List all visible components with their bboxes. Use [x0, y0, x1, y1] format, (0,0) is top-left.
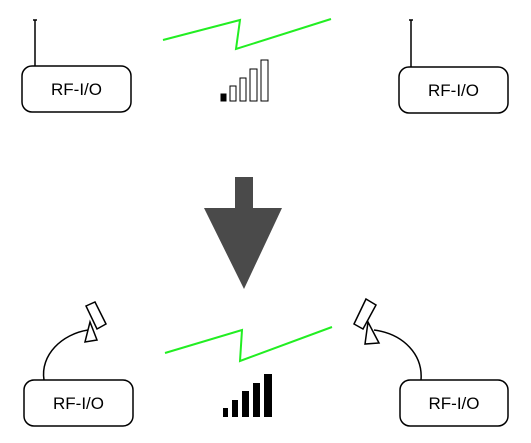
signal-strength-icon [223, 374, 272, 417]
whip-antenna-icon [33, 19, 37, 67]
rf-io-module-bottom-left: RF-I/O [23, 379, 134, 427]
module-label: RF-I/O [53, 394, 104, 413]
module-label: RF-I/O [51, 80, 102, 99]
signal-strength-icon [220, 59, 269, 102]
directional-antenna-icon [353, 297, 422, 381]
rf-io-module-bottom-right: RF-I/O [399, 379, 509, 427]
module-label: RF-I/O [428, 81, 479, 100]
wireless-link-icon [164, 326, 333, 363]
rf-io-module-top-right: RF-I/O [398, 66, 509, 114]
whip-antenna-icon [409, 19, 413, 68]
wireless-link-icon [162, 18, 332, 51]
down-arrow-icon [204, 177, 282, 289]
module-label: RF-I/O [429, 394, 480, 413]
rf-io-module-top-left: RF-I/O [21, 65, 132, 113]
directional-antenna-icon [42, 301, 107, 381]
